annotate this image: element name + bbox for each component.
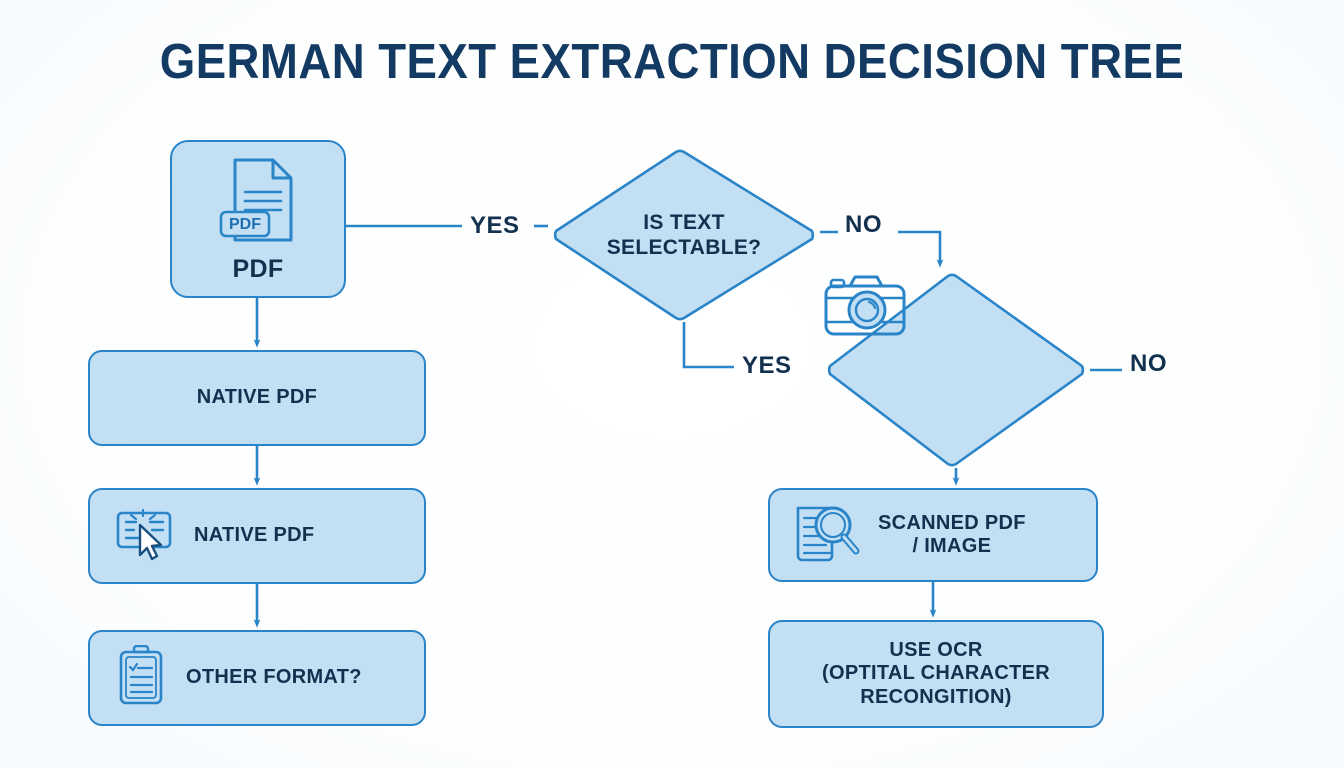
node-is-text-selectable[interactable]: IS TEXT SELECTABLE? (548, 148, 820, 322)
node-other-format-label: OTHER FORMAT? (186, 666, 362, 689)
diamond-shape (553, 149, 815, 321)
node-is-text-selectable-label: IS TEXT SELECTABLE? (606, 210, 762, 259)
edge-label-yes-pdf-selectable: YES (470, 212, 520, 239)
node-scanned-pdf-image[interactable]: SCANNED PDF / IMAGE (768, 488, 1098, 582)
node-scanned-pdf-image-label: SCANNED PDF / IMAGE (878, 511, 1026, 557)
node-use-ocr[interactable]: USE OCR (OPTITAL CHARACTER RECONGITION) (768, 620, 1104, 728)
edge-no-to-camera-diamond (898, 230, 944, 268)
node-pdf[interactable]: PDF PDF (170, 140, 346, 298)
edge-label-yes-selectable: YES (742, 352, 792, 379)
text-select-cursor-icon (114, 507, 176, 566)
pdf-icon-badge-text: PDF (229, 216, 261, 233)
edge-selectable-yes (682, 322, 734, 369)
edge-label-no-selectable: NO (845, 211, 882, 238)
node-pdf-label: PDF (232, 255, 284, 283)
node-camera-decision-label (822, 272, 1090, 468)
clipboard-checklist-icon (116, 644, 166, 712)
node-other-format[interactable]: OTHER FORMAT? (88, 630, 426, 726)
node-use-ocr-label: USE OCR (OPTITAL CHARACTER RECONGITION) (822, 639, 1050, 708)
node-camera-decision[interactable] (822, 272, 1090, 468)
edge-label-no-camera: NO (1130, 350, 1167, 377)
node-native-pdf-plain[interactable]: NATIVE PDF (88, 350, 426, 446)
node-native-pdf-plain-label: NATIVE PDF (196, 386, 318, 409)
document-magnifier-icon (792, 500, 864, 571)
pdf-document-icon: PDF (215, 154, 301, 251)
node-native-pdf-selectable[interactable]: NATIVE PDF (88, 488, 426, 584)
node-native-pdf-selectable-label: NATIVE PDF (194, 524, 315, 547)
page-title: GERMAN TEXT EXTRACTION DECISION TREE (159, 35, 1185, 89)
